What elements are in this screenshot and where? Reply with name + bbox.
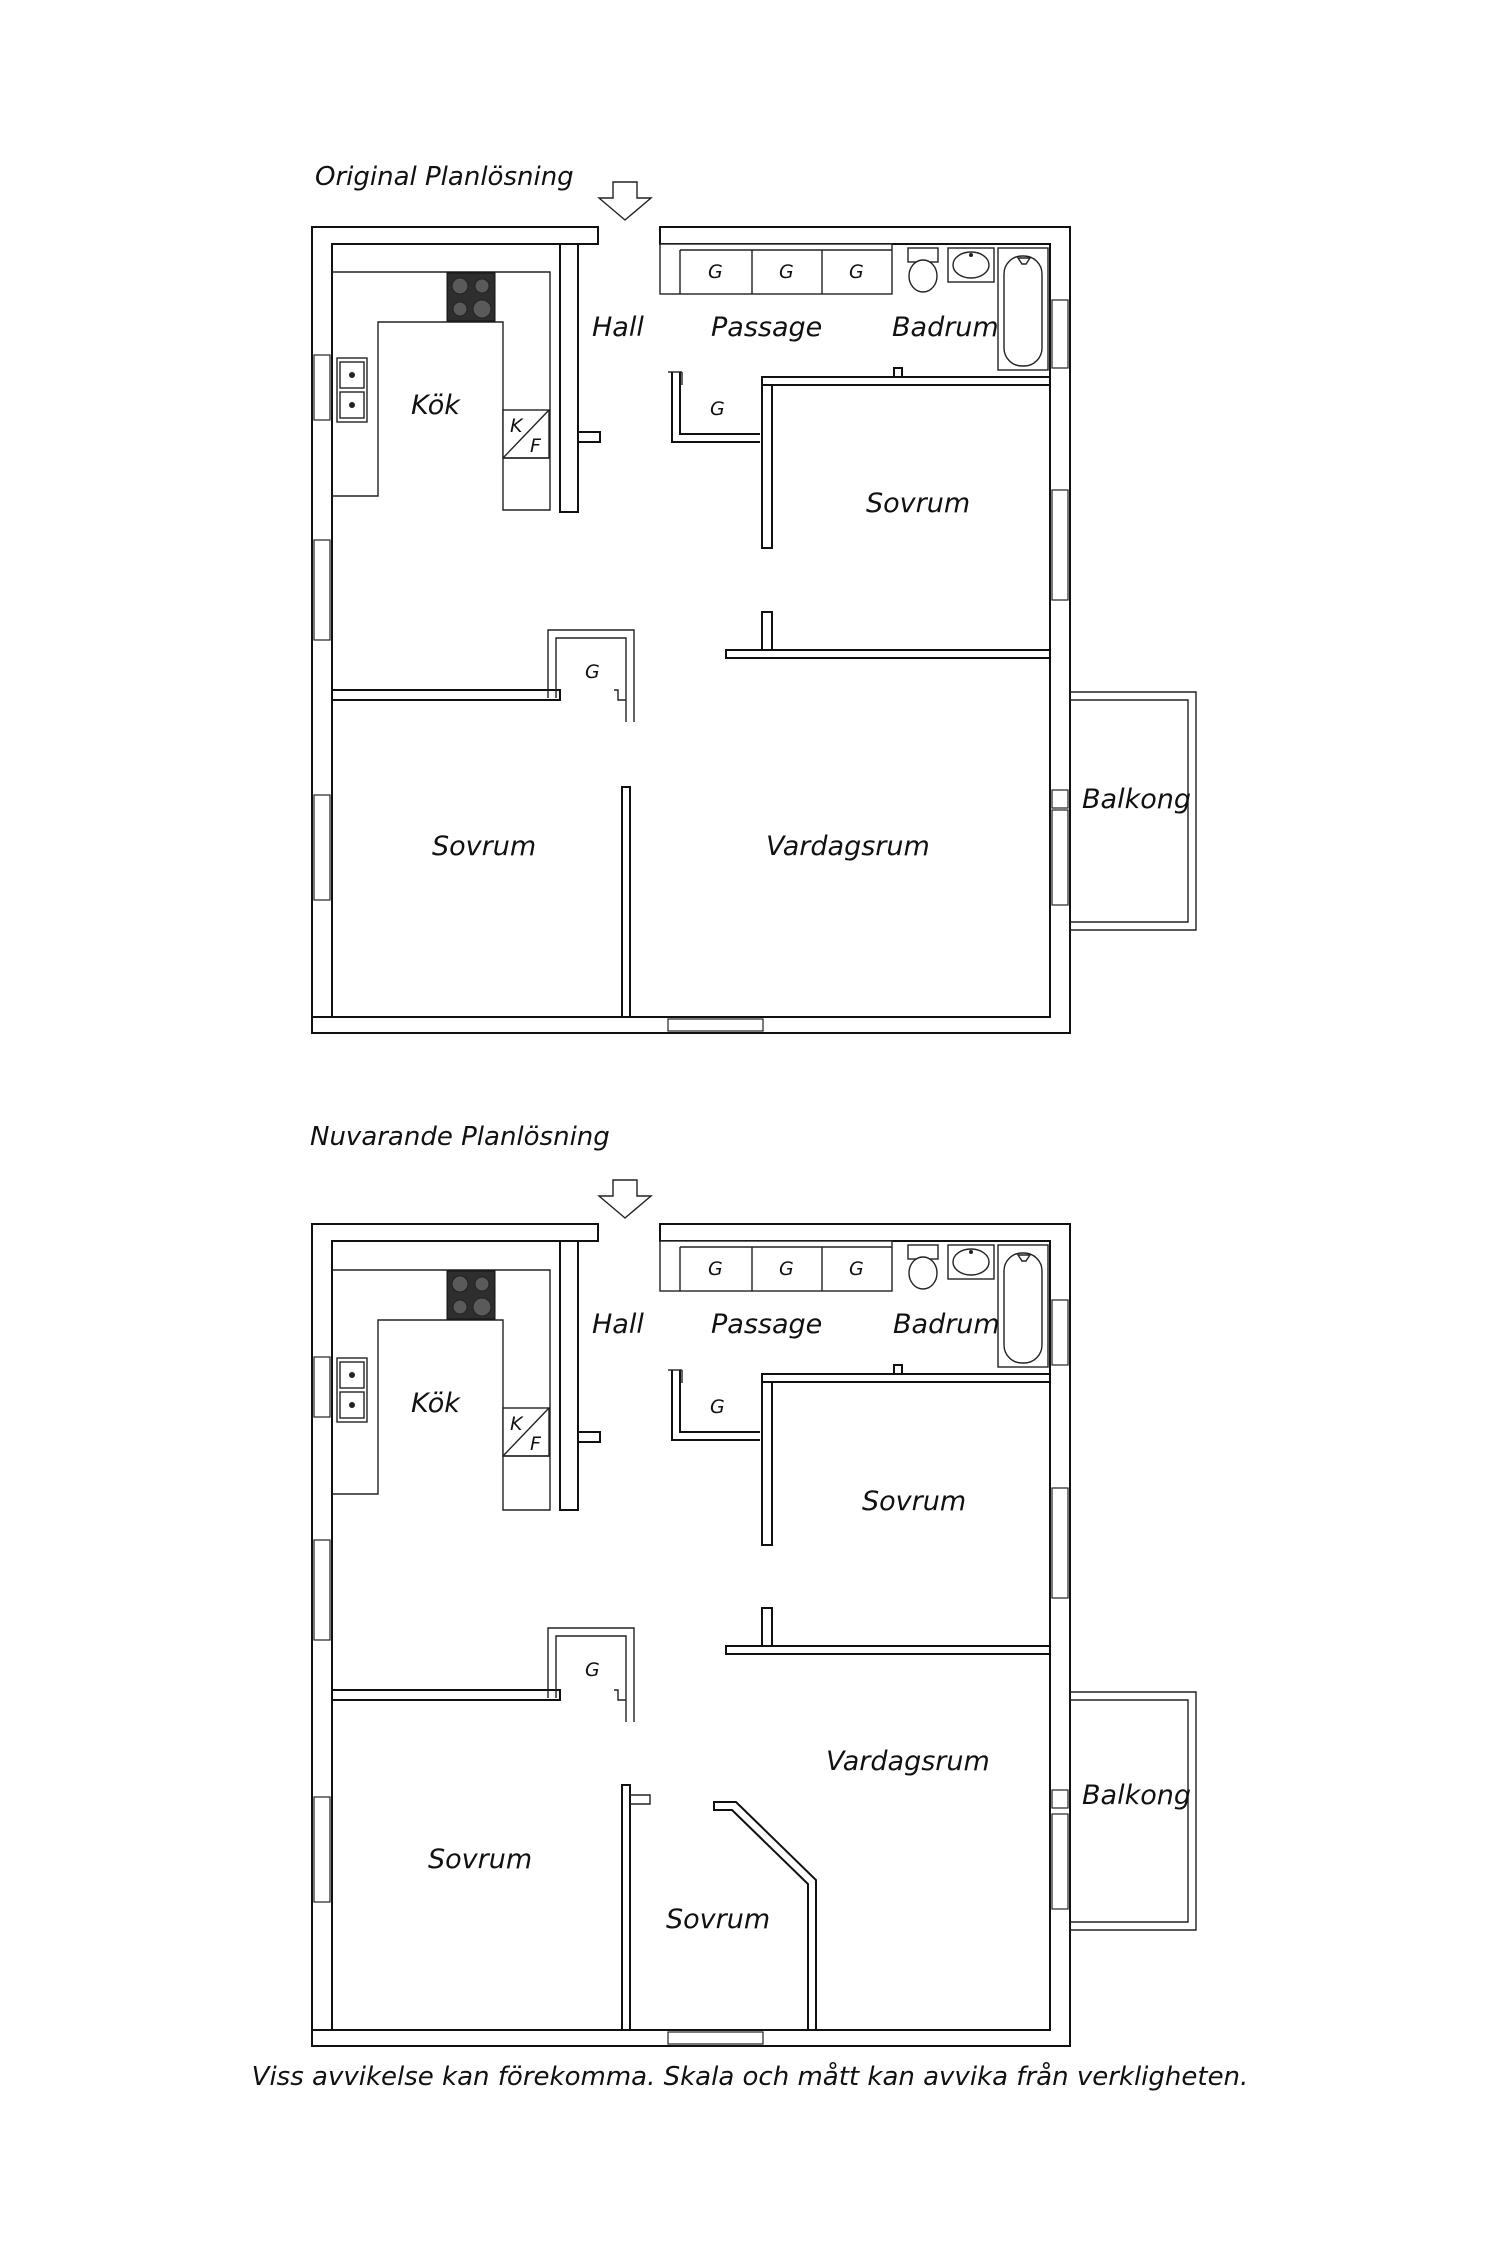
room-label-sovrum-upper: Sovrum	[866, 488, 970, 519]
room-label-kok: Kök	[411, 390, 461, 421]
window-new-bedroom	[667, 2031, 764, 2045]
fridge-label: K	[510, 415, 524, 437]
window-bathroom	[1051, 1299, 1069, 1366]
hall-wardrobe	[547, 629, 635, 722]
wardrobe-label: G	[849, 261, 864, 283]
original-plan-title: Original Planlösning	[315, 162, 574, 192]
washbasin-icon	[947, 1244, 995, 1280]
room-label-sovrum-left: Sovrum	[432, 831, 536, 862]
entrance-arrow-icon	[597, 181, 653, 221]
stove-icon	[446, 1270, 496, 1320]
disclaimer-text: Viss avvikelse kan förekomma. Skala och …	[252, 2061, 1249, 2092]
window-bedroom-upper	[1051, 1487, 1069, 1599]
fridge-freezer-icon	[502, 1407, 550, 1457]
kitchen-walls	[331, 243, 601, 701]
room-label-hall: Hall	[592, 312, 644, 343]
room-label-vardagsrum: Vardagsrum	[826, 1746, 990, 1777]
wardrobe-label: G	[708, 1258, 723, 1280]
bathroom-walls	[761, 1364, 1051, 1383]
entrance-arrow-icon	[597, 1179, 653, 1219]
room-label-hall: Hall	[592, 1309, 644, 1340]
window-kitchen	[313, 354, 331, 421]
room-label-passage: Passage	[711, 312, 822, 343]
room-label-balkong: Balkong	[1082, 784, 1191, 815]
window-bathroom	[1051, 299, 1069, 369]
passage-wardrobes	[659, 1240, 893, 1292]
room-label-sovrum-left: Sovrum	[428, 1844, 532, 1875]
wardrobe-label: G	[849, 1258, 864, 1280]
room-label-balkong: Balkong	[1082, 1780, 1191, 1811]
wardrobe-label: G	[585, 661, 600, 683]
room-label-passage: Passage	[711, 1309, 822, 1340]
window-kitchen-lower	[313, 539, 331, 641]
wardrobe-label: G	[779, 1258, 794, 1280]
freezer-label: F	[530, 1433, 542, 1455]
window-kitchen	[313, 1356, 331, 1418]
window-living-room	[1051, 809, 1069, 906]
window-bedroom-left	[313, 794, 331, 901]
wardrobe-label: G	[710, 1396, 725, 1418]
room-label-badrum: Badrum	[893, 1309, 1000, 1340]
current-plan-title: Nuvarande Planlösning	[310, 1122, 610, 1152]
balcony-outline	[1070, 1691, 1197, 1931]
new-bedroom-walls	[621, 1784, 817, 2031]
bedroom-upper-walls	[725, 1381, 1051, 1655]
sink-icon	[336, 1357, 368, 1423]
hall-wardrobe	[547, 1627, 635, 1722]
wardrobe-label: G	[585, 1659, 600, 1681]
freezer-label: F	[530, 435, 542, 457]
wardrobe-label: G	[708, 261, 723, 283]
outer-walls	[311, 226, 1071, 1034]
wardrobe-label: G	[710, 398, 725, 420]
sink-icon	[336, 357, 368, 423]
window-kitchen-lower	[313, 1539, 331, 1641]
fridge-freezer-icon	[502, 409, 550, 459]
washbasin-icon	[947, 247, 995, 283]
bathtub-icon	[997, 1244, 1049, 1368]
wardrobe-label: G	[779, 261, 794, 283]
toilet-icon	[907, 1244, 939, 1290]
stove-icon	[446, 272, 496, 322]
balcony-door	[1051, 1789, 1069, 1809]
room-label-badrum: Badrum	[892, 312, 999, 343]
window-living-bottom	[667, 1018, 764, 1032]
original-floorplan: Original Planlösning	[311, 162, 1197, 1034]
balcony-outline	[1070, 691, 1197, 931]
bathtub-icon	[997, 247, 1049, 371]
current-floorplan: Nuvarande Planlösning	[310, 1122, 1197, 2047]
kitchen-walls	[331, 1240, 601, 1701]
window-bedroom-upper	[1051, 489, 1069, 601]
window-living-room	[1051, 1813, 1069, 1910]
bedroom-lower-wall	[621, 786, 631, 1018]
fridge-label: K	[510, 1413, 524, 1435]
room-label-sovrum-new: Sovrum	[666, 1904, 770, 1935]
room-label-kok: Kök	[411, 1388, 461, 1419]
room-label-sovrum-upper: Sovrum	[862, 1486, 966, 1517]
room-label-vardagsrum: Vardagsrum	[766, 831, 930, 862]
toilet-icon	[907, 247, 939, 293]
passage-wardrobes	[659, 243, 893, 295]
bedroom-upper-walls	[725, 384, 1051, 659]
balcony-door	[1051, 789, 1069, 809]
bathroom-walls	[761, 367, 1051, 386]
window-bedroom-left	[313, 1796, 331, 1903]
